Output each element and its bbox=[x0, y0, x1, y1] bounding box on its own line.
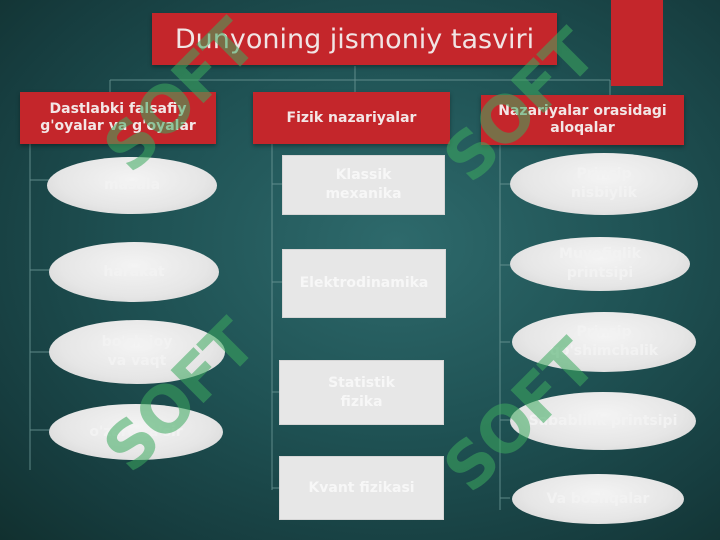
principle-oval-causality: Sabablilik printsipi bbox=[510, 392, 696, 450]
theory-box-classical-mechanics: Klassik mexanika bbox=[282, 155, 445, 215]
principle-oval-relativity: Prinsip nisbiylik bbox=[510, 153, 698, 215]
idea-oval-interaction: o'zaro ta'sir bbox=[49, 404, 223, 460]
oval-and-others: Va boshqalar bbox=[512, 474, 684, 524]
theory-box-quantum-physics: Kvant fizikasi bbox=[279, 456, 444, 520]
oval-label: Va boshqalar bbox=[546, 490, 650, 507]
theory-box-statistical-physics: Statistik fizika bbox=[279, 360, 444, 425]
box-label: Elektrodinamika bbox=[299, 275, 429, 291]
idea-oval-matter: masala bbox=[47, 157, 217, 214]
header-philosophical-ideas: Dastlabki falsafiy g'oyalar va g'oyalar bbox=[20, 92, 216, 144]
theory-box-electrodynamics: Elektrodinamika bbox=[282, 249, 446, 318]
oval-label: Muvofiqlik printsipi bbox=[559, 246, 641, 281]
principle-oval-complementarity: Prinsip qo'shimchalik bbox=[512, 312, 696, 372]
header-label: Nazariyalar orasidagi aloqalar bbox=[498, 103, 667, 136]
idea-oval-motion: harakat bbox=[49, 242, 219, 302]
box-label: Klassik mexanika bbox=[325, 167, 402, 202]
oval-label: Sabablilik printsipi bbox=[528, 412, 678, 429]
oval-label: o'zaro ta'sir bbox=[89, 423, 183, 440]
oval-label: Prinsip qo'shimchalik bbox=[549, 324, 659, 359]
corner-accent-bar bbox=[611, 0, 663, 86]
header-theory-relations: Nazariyalar orasidagi aloqalar bbox=[481, 95, 684, 145]
header-label: Fizik nazariyalar bbox=[286, 109, 417, 126]
principle-oval-correspondence: Muvofiqlik printsipi bbox=[510, 237, 690, 291]
header-physical-theories: Fizik nazariyalar bbox=[253, 92, 450, 144]
diagram-title: Dunyoning jismoniy tasviri bbox=[152, 13, 557, 65]
oval-label: bo'sh joy va vaqt bbox=[101, 334, 173, 369]
oval-label: harakat bbox=[103, 263, 165, 280]
oval-label: masala bbox=[103, 177, 161, 193]
oval-label: Prinsip nisbiylik bbox=[571, 166, 637, 201]
idea-oval-space-time: bo'sh joy va vaqt bbox=[49, 320, 225, 384]
header-label: Dastlabki falsafiy g'oyalar va g'oyalar bbox=[40, 101, 196, 134]
box-label: Statistik fizika bbox=[328, 374, 395, 410]
box-label: Kvant fizikasi bbox=[308, 479, 415, 496]
